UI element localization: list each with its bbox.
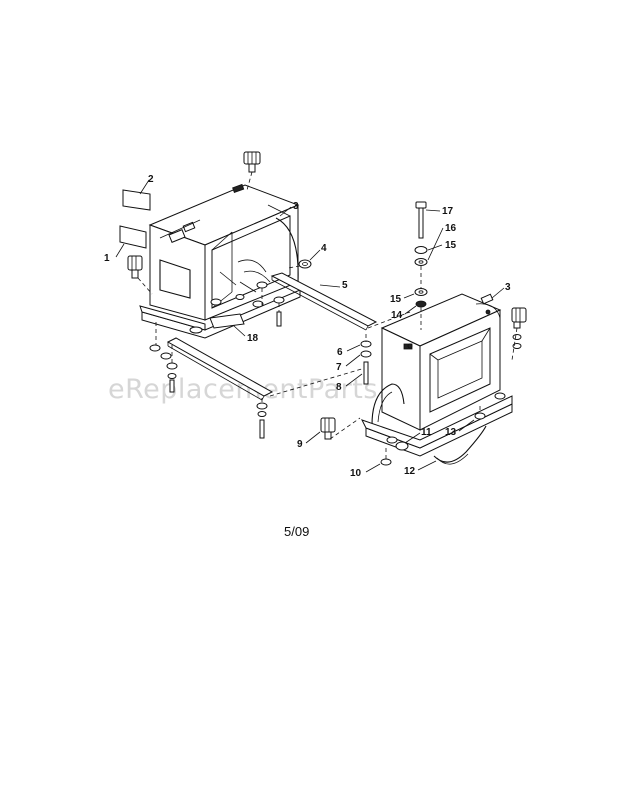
callout-11: 11: [421, 427, 432, 438]
callout-16: 16: [445, 223, 457, 234]
callout-15-upper: 15: [445, 240, 457, 251]
rail-bolt-stack: [256, 398, 268, 439]
callout-12: 12: [404, 466, 416, 477]
callout-10: 10: [350, 468, 362, 479]
label-decal-18: [209, 313, 245, 329]
bolt-stack-14-17: [414, 201, 428, 330]
lock-knob-9: [320, 417, 361, 440]
leader-lines: [115, 179, 505, 473]
lock-knob-right: [511, 307, 527, 361]
callout-14: 14: [391, 310, 403, 321]
nut-4: [287, 259, 312, 269]
callout-4: 4: [321, 243, 327, 254]
callout-9: 9: [297, 439, 303, 450]
callout-2: 2: [148, 174, 154, 185]
date-code: 5/09: [284, 524, 309, 539]
callout-3-right: 3: [505, 282, 511, 293]
callout-3-left: 3: [293, 201, 299, 212]
cord-12: [433, 406, 487, 465]
callout-17: 17: [442, 206, 454, 217]
lock-knob-left: [127, 255, 153, 295]
callout-5: 5: [342, 280, 348, 291]
callout-7: 7: [336, 362, 342, 373]
stretcher-rail-lower: [166, 337, 366, 401]
callout-8: 8: [336, 382, 342, 393]
left-leg-bolts: [149, 281, 285, 393]
callout-18: 18: [247, 333, 259, 344]
callout-13: 13: [445, 427, 457, 438]
callout-6: 6: [337, 347, 343, 358]
callout-1: 1: [104, 253, 110, 264]
bolt-stack-6-7-8: [360, 334, 372, 385]
stretcher-rail-5: [270, 272, 411, 331]
callout-15-lower: 15: [390, 294, 402, 305]
label-decal-1: [119, 225, 147, 249]
left-stand-leg: [139, 183, 301, 339]
foot-hardware-10-11: [380, 441, 409, 466]
label-decal-2: [122, 189, 151, 211]
lock-knob-top: [243, 151, 261, 191]
right-stand-leg: [361, 293, 513, 457]
